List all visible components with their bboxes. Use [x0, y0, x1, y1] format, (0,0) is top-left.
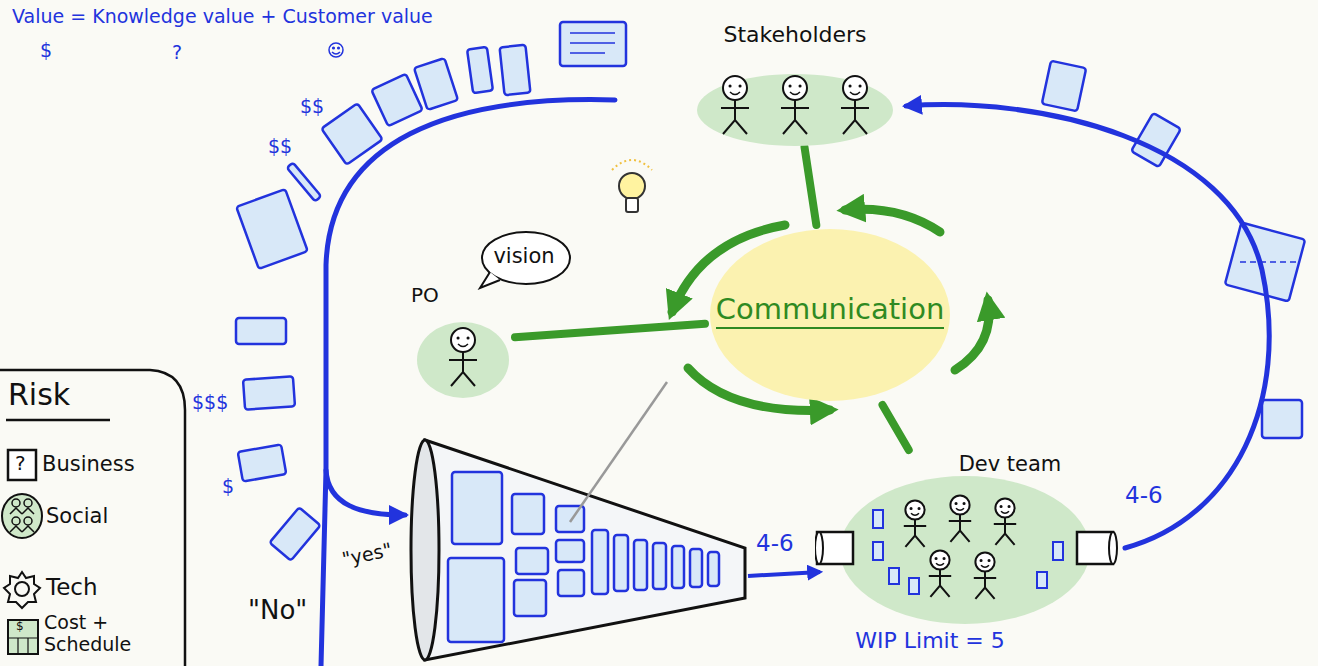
- dev-team: Dev teamWIP Limit = 5: [815, 450, 1125, 660]
- value-tag: $$$: [192, 392, 228, 414]
- icon-glyph: ?: [15, 452, 26, 475]
- communication-hub: Communication: [705, 225, 955, 405]
- legend-item: Social: [46, 504, 108, 528]
- reject-label: "No": [248, 596, 307, 626]
- legend-item: Business: [42, 452, 135, 476]
- accept-label: "yes": [340, 539, 394, 571]
- legend-title: Risk: [8, 378, 70, 413]
- backlog-funnel: [411, 440, 745, 660]
- flow-arrow: [748, 572, 820, 576]
- money-sign: $: [40, 40, 52, 62]
- value-tag: $$: [300, 96, 324, 118]
- connector: [804, 147, 816, 225]
- pointer-stick: [570, 382, 667, 522]
- legend-item: Tech: [46, 574, 98, 600]
- role-label: PO: [411, 284, 439, 307]
- question-mark: ?: [172, 42, 182, 64]
- smiley: [329, 43, 343, 57]
- communication-cycle: [672, 209, 989, 410]
- icon-glyph: $: [16, 620, 24, 634]
- wip-limit: WIP Limit = 5: [855, 628, 1004, 653]
- product-owner: PO: [405, 282, 515, 400]
- hub-label: Communication: [716, 293, 945, 329]
- legend-item: Cost + Schedule: [44, 612, 144, 656]
- speech-bubble: vision: [476, 230, 572, 290]
- edge-label: 4-6: [1123, 482, 1165, 508]
- group-heading: Stakeholders: [723, 22, 866, 47]
- connector: [883, 405, 909, 450]
- lightbulb: [612, 160, 652, 212]
- bubble-text: vision: [493, 244, 554, 268]
- value-tag: $: [222, 476, 234, 498]
- backlog-loop: [321, 100, 615, 666]
- flow-rate: 4-6: [756, 530, 794, 556]
- stakeholder-group: Stakeholders: [690, 22, 900, 147]
- team-heading: Dev team: [959, 452, 1062, 476]
- risk-legend: [0, 370, 185, 666]
- value-formula: Value = Knowledge value + Customer value: [12, 6, 433, 28]
- connector: [515, 324, 705, 337]
- value-tag: $$: [268, 136, 292, 158]
